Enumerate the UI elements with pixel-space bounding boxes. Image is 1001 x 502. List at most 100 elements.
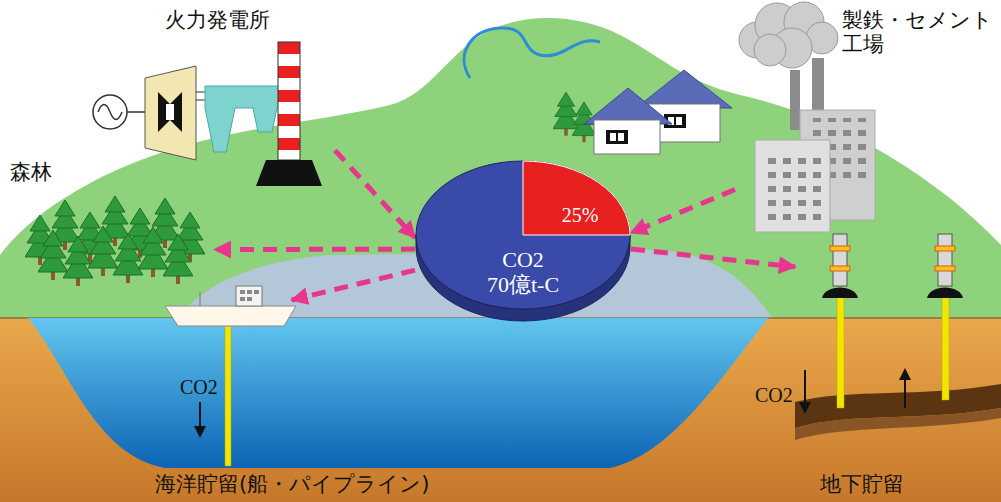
ship-drawing: [165, 286, 296, 466]
flow-arrow: [804, 370, 806, 404]
forest-label: 森林: [10, 160, 52, 184]
ocean-basin: [28, 318, 768, 468]
chimney-stripe: [278, 42, 300, 54]
pie-value: CO2 70億t-C: [473, 247, 573, 298]
well-ring: [935, 246, 955, 251]
chimney-stripe: [278, 114, 300, 126]
pine-tree: [553, 92, 579, 135]
well-pipe: [942, 296, 949, 400]
smoke-cloud: [739, 2, 838, 68]
co2-label: CO2: [755, 384, 793, 407]
pie-chart: 25% CO2 70億t-C: [415, 160, 631, 322]
chimney-outline: [278, 42, 300, 160]
house-window: [606, 130, 628, 144]
underground-storage: 地下貯留: [795, 232, 998, 500]
chimney-base: [256, 160, 322, 186]
plant-label: 火力発電所: [165, 8, 270, 32]
window-pane: [618, 133, 624, 141]
label-holder: CO2: [180, 376, 218, 399]
house-roof: [584, 88, 672, 124]
pine-tree: [38, 230, 68, 280]
pie-value: 25%: [548, 204, 612, 227]
co2-label: CO2: [180, 376, 218, 399]
cabin-window: [247, 290, 252, 294]
chimney-stripe: [278, 150, 300, 160]
underground-storage-label: 地下貯留: [820, 472, 904, 496]
factory-building: [755, 140, 830, 232]
house-roof: [636, 70, 732, 108]
pine-tree: [138, 227, 168, 277]
cabin-window: [240, 297, 245, 301]
ocean-storage: 海洋貯留(船・パイプライン): [150, 300, 433, 500]
pine-tree: [163, 234, 193, 284]
forest-trees: [25, 196, 205, 286]
chimney-stripe: [278, 66, 300, 78]
factory-chimney: [790, 70, 800, 130]
cabin-window: [254, 290, 259, 294]
ship-cabin: [236, 286, 262, 306]
injection-pipe: [225, 326, 231, 466]
turbine-housing: [145, 66, 196, 160]
flow-arrow: [199, 402, 201, 428]
ship-mast: [200, 292, 201, 306]
chimney-stripe: [278, 126, 300, 138]
co2-flow-arrow: [215, 247, 415, 253]
well-pipe: [837, 296, 844, 408]
window-pane: [676, 117, 682, 125]
ship-hull: [165, 306, 296, 326]
forest: 森林: [5, 160, 215, 272]
sine-wave: [98, 105, 122, 120]
factory-windows: [762, 150, 822, 220]
well-tower: [833, 234, 847, 286]
boiler-duct: [205, 86, 290, 152]
well-tower: [938, 234, 952, 286]
chimney-stripe: [278, 54, 300, 66]
arrow-head: [899, 368, 911, 380]
cabin-window: [247, 297, 252, 301]
well-head: [927, 288, 963, 299]
chimney-stripe: [278, 78, 300, 90]
arrow-head: [194, 426, 206, 438]
wells-drawing: [799, 234, 963, 414]
green-hill: [0, 18, 1001, 330]
label-holder: CO2: [755, 384, 793, 407]
ocean-storage-label: 海洋貯留(船・パイプライン): [155, 472, 429, 496]
well-head: [822, 288, 858, 299]
flow-arrow: [904, 378, 906, 408]
pine-tree: [113, 233, 143, 283]
co2-flow-arrow: [335, 150, 415, 237]
generator-symbol: [93, 95, 127, 129]
chimney-stripe: [278, 138, 300, 150]
chimney-stripe: [278, 90, 300, 102]
cloud-puff: [754, 34, 786, 66]
co2-flow-arrow: [631, 249, 795, 267]
underground-soil: [0, 318, 1001, 502]
pie-chart-drawing: [415, 160, 631, 322]
window-pane: [610, 133, 616, 141]
well-ring: [935, 266, 955, 271]
pine-tree: [88, 226, 118, 276]
factory: 製鉄・セメント 工場: [735, 5, 1001, 230]
pie-slice: [523, 161, 630, 235]
shaft: [127, 111, 145, 113]
turbine-core: [166, 104, 174, 120]
power-plant: 火力発電所: [95, 5, 335, 158]
turbine-symbol: [158, 92, 182, 132]
pine-tree: [63, 236, 93, 286]
houses-drawing: [553, 70, 732, 154]
pie-top: [416, 161, 630, 309]
rock-layer: [795, 408, 1001, 440]
well-ring: [830, 246, 850, 251]
arrow-head: [799, 402, 811, 414]
cabin-window: [240, 290, 245, 294]
power-plant-drawing: [93, 42, 322, 186]
river: [464, 28, 600, 78]
co2-flow-arrow: [631, 190, 735, 233]
well-ring: [830, 266, 850, 271]
co2-flow-arrow: [292, 270, 415, 300]
house-wall: [594, 120, 660, 154]
